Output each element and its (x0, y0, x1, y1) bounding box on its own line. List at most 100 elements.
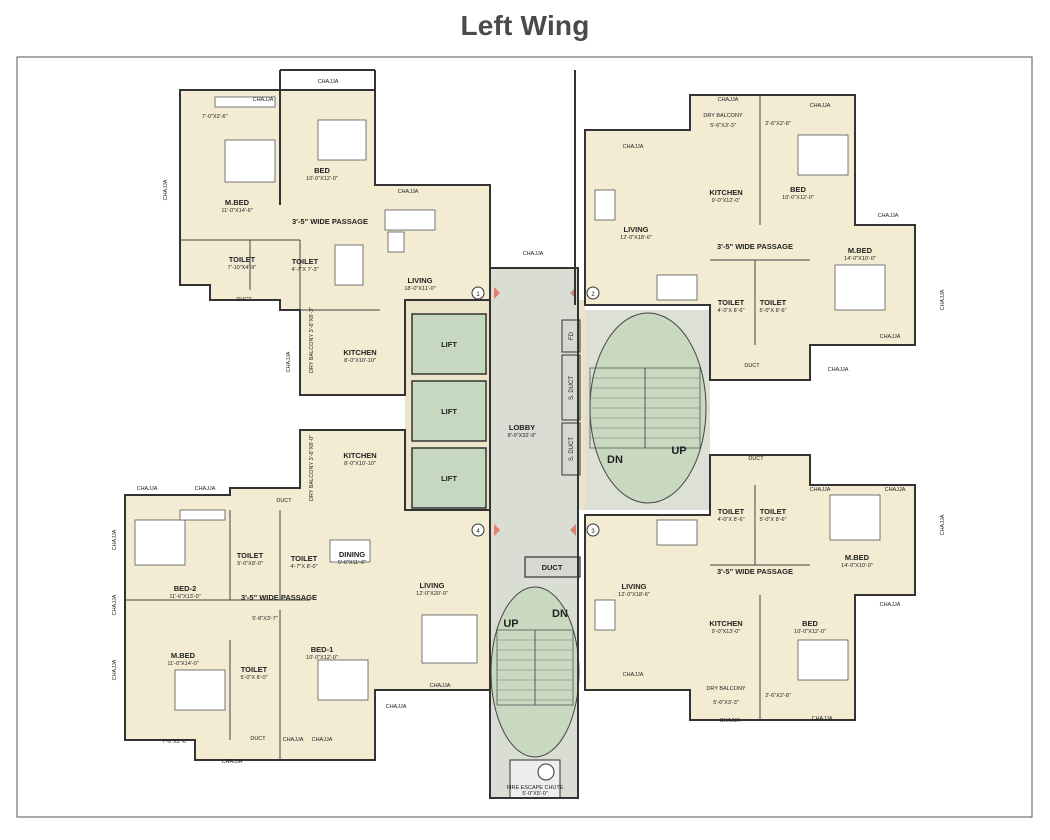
flat3-chajja-7: CHAJJA (940, 514, 946, 535)
entrance-2: 2 (591, 292, 595, 298)
flat4-duct-2: DUCT (250, 736, 266, 742)
flat4-kitchen-dim: 8'-0"X10'-10" (344, 461, 376, 467)
flat3-bed-label: BED (802, 619, 818, 628)
flat3-kitchen-label: KITCHEN (709, 619, 742, 628)
flat2-wardrobe: 2'-6"X2'-8" (765, 121, 791, 127)
lobby-dim: 8'-0"X32'-9" (508, 433, 537, 439)
fd-shaft (561, 319, 581, 353)
flat2-mbed-label: M.BED (848, 246, 873, 255)
plan-frame (16, 56, 1033, 818)
flat4-mbed-dim: 11'-0"X14'-0" (167, 661, 198, 667)
flat1-toilet-a-dim: 7'-10"X4'-9" (228, 265, 257, 271)
flat4-toilet-b-label: TOILET (291, 554, 318, 563)
flat2-toilet-b-label: TOILET (760, 298, 787, 307)
flat1-bed-label: BED (314, 166, 330, 175)
flat4-living-label: LIVING (419, 581, 444, 590)
flat4-toilet-c-dim: 5'-0"X 8'-0" (240, 675, 267, 681)
flat4-bed2-label: BED-2 (174, 584, 197, 593)
flat3-toilet-a-label: TOILET (718, 507, 745, 516)
flat4-chajja-10: CHAJJA (112, 659, 118, 680)
flat3-mbed-label: M.BED (845, 553, 870, 562)
fire-chute-circle (537, 763, 555, 781)
flat4-toilet-a-dim: 5'-0"X8'-0" (237, 561, 263, 567)
lift-core: LIFT LIFT LIFT LOBBY 8'-0"X32'-9" FD S. … (411, 286, 701, 799)
flat2-toilet-b-dim: 5'-0"X 8'-6" (759, 308, 786, 314)
flat4-bed1-label: BED-1 (311, 645, 334, 654)
flat3-passage: 3'-5" WIDE PASSAGE (717, 567, 793, 576)
fire-chute-dim: 5'-0"X5'-0" (522, 791, 548, 797)
flat3-mbed-dim: 14'-0"X10'-0" (841, 563, 873, 569)
flat4-bed2-dim: 11'-6"X13'-0" (169, 594, 200, 600)
flat3-chajja-2: CHAJJA (885, 487, 906, 493)
flat2-chajja-4: CHAJJA (878, 213, 899, 219)
flat3-chajja-5: CHAJJA (720, 718, 741, 724)
lift-2 (411, 380, 487, 442)
flat3-dry-balcony: DRY BALCONY (706, 686, 746, 692)
entrance-markers: 1 2 3 4 (471, 286, 600, 537)
lobby-label: LOBBY (509, 423, 535, 432)
entrance-4: 4 (476, 529, 480, 535)
page-title: Left Wing (460, 10, 590, 41)
flat1-toilet-a-label: TOILET (229, 255, 256, 264)
furniture (134, 96, 886, 711)
flat2-dry-balcony: DRY BALCONY (703, 113, 743, 119)
flat1-chajja-4: CHAJJA (523, 251, 544, 257)
flat1-dry-balcony: DRY BALCONY 3'-6"X8'-3" (309, 307, 315, 373)
flat2-dry-balcony-dim: 5'-6"X3'-3" (710, 123, 736, 129)
s-duct-1-label: S. DUCT (569, 376, 575, 400)
fd-label: FD (569, 331, 575, 340)
flat2-bed-label: BED (790, 185, 806, 194)
flat4-toilet-c-label: TOILET (241, 665, 268, 674)
flat2-chajja-3: CHAJJA (623, 144, 644, 150)
flat3-labels: DUCT CHAJJA CHAJJA TOILET 4'-0"X 8'-6" T… (618, 456, 946, 724)
lower-stair-dn: DN (552, 608, 568, 620)
flat4-toilet-b-dim: 4'-7"X 8'-0" (290, 564, 317, 570)
flat4-mbed-label: M.BED (171, 651, 196, 660)
flat1-chajja-3: CHAJJA (398, 189, 419, 195)
flat3-wardrobe: 2'-6"X2'-8" (765, 693, 791, 699)
flat4-chajja-4: CHAJJA (386, 704, 407, 710)
flat1-chajja-5: CHAJJA (163, 179, 169, 200)
flat1-chajja-2: CHAJJA (253, 97, 274, 103)
entrance-1: 1 (476, 292, 480, 298)
flat1-kitchen-label: KITCHEN (343, 348, 376, 357)
core-duct-label: DUCT (542, 563, 563, 572)
flat4-kitchen-label: KITCHEN (343, 451, 376, 460)
flat3-chajja-4: CHAJJA (623, 672, 644, 678)
flat4-labels: KITCHEN 8'-0"X10'-10" DRY BALCONY 3'-6"X… (112, 435, 451, 765)
flat2-chajja-6: CHAJJA (828, 367, 849, 373)
flat4-chajja-1: CHAJJA (137, 486, 158, 492)
flat2-passage: 3'-5" WIDE PASSAGE (717, 242, 793, 251)
flat4-dry-balcony: DRY BALCONY 3'-6"X8'-0" (309, 435, 315, 501)
flat2-toilet-a-label: TOILET (718, 298, 745, 307)
flat3-chajja-1: CHAJJA (810, 487, 831, 493)
entrance-3: 3 (591, 529, 595, 535)
flat3-chajja-6: CHAJJA (812, 716, 833, 722)
flat4-chajja-2: CHAJJA (195, 486, 216, 492)
flat2-toilet-a-dim: 4'-0"X 8'-6" (717, 308, 744, 314)
flat1-toilet-b-dim: 4'-7"X 7'-3" (291, 267, 318, 273)
flat4-dining-label: DINING (339, 550, 365, 559)
lift-1 (411, 313, 487, 375)
flat1-chajja-6: CHAJJA (286, 351, 292, 372)
flat3-kitchen-dim: 9'-0"X13'-0" (712, 629, 741, 635)
flat4-chajja-6: CHAJJA (312, 737, 333, 743)
lower-stair: UP DN (496, 608, 574, 706)
flat4-chajja-7: CHAJJA (222, 759, 243, 765)
flat1-toilet-b-label: TOILET (292, 257, 319, 266)
flat4-chajja-5: CHAJJA (283, 737, 304, 743)
flat2-bed-dim: 10'-0"X12'-0" (782, 195, 814, 201)
flat2-chajja-2: CHAJJA (810, 103, 831, 109)
s-duct-2-label: S. DUCT (569, 437, 575, 461)
flat4-chajja-9: CHAJJA (112, 594, 118, 615)
flat1-mbed-label: M.BED (225, 198, 250, 207)
flat2-kitchen-label: KITCHEN (709, 188, 742, 197)
flat3-toilet-a-dim: 4'-0"X 8'-6" (717, 517, 744, 523)
walls (124, 69, 916, 799)
flat3-duct: DUCT (748, 456, 764, 462)
flat1-living-label: LIVING (407, 276, 432, 285)
flat3-chajja-3: CHAJJA (880, 602, 901, 608)
lift-1-label: LIFT (441, 340, 457, 349)
upper-stair-up: UP (671, 445, 686, 457)
